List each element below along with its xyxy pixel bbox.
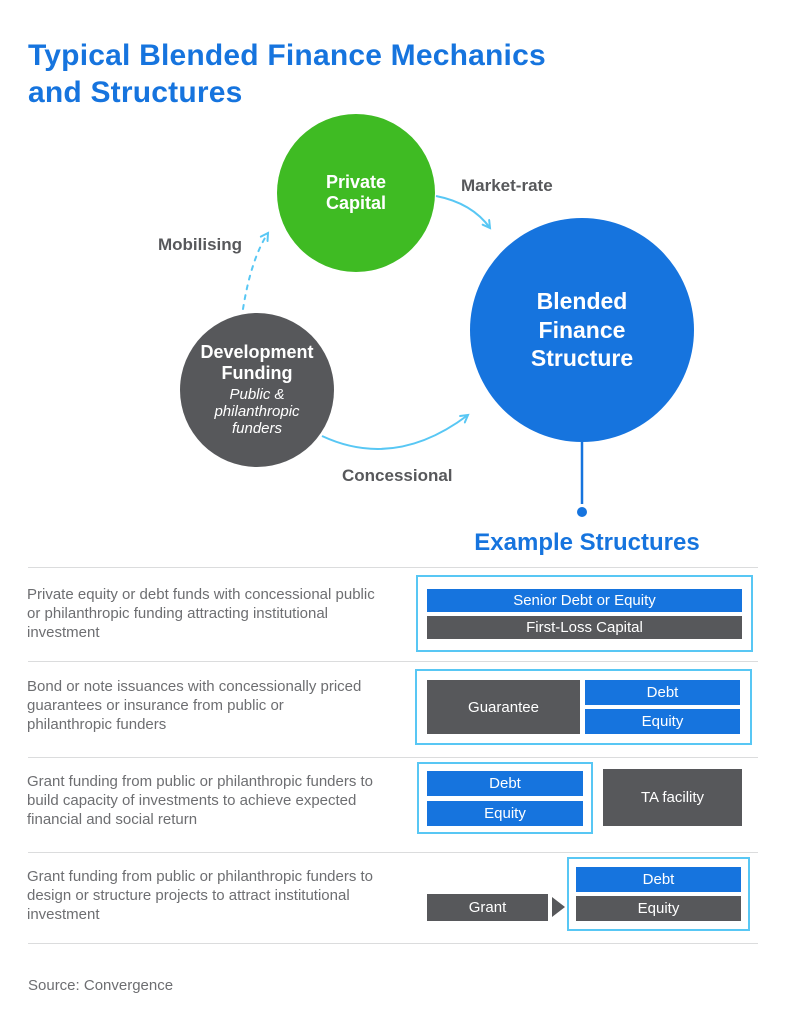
source-credit: Source: Convergence (28, 977, 174, 994)
row-divider (28, 661, 758, 662)
concessional-arrow (321, 413, 470, 450)
mobilising-label: Mobilising (158, 235, 243, 254)
example-structures-heading: Example Structures (474, 529, 700, 556)
equity-bar: Equity (585, 709, 740, 734)
first-loss-capital-bar: First-Loss Capital (427, 615, 742, 639)
private-capital-circle: Private Capital (277, 114, 435, 272)
row-divider (28, 943, 758, 944)
senior-debt-or-equity-bar: Senior Debt or Equity (427, 588, 742, 612)
development-funding-label: Development Funding (200, 342, 314, 384)
connector-dot (577, 507, 587, 517)
row2-right-column: Debt Equity (585, 680, 740, 734)
mobilising-dashed-arrow (242, 231, 270, 310)
grant-arrow-icon (552, 897, 565, 917)
development-funding-sublabel: Public & philanthropic funders (214, 385, 300, 437)
grant-box: Grant (427, 894, 548, 921)
ta-facility-box: TA facility (603, 769, 742, 826)
debt-bar: Debt (427, 770, 583, 796)
concessional-label: Concessional (342, 466, 453, 485)
debt-bar: Debt (576, 867, 741, 892)
market-rate-label: Market-rate (461, 176, 553, 195)
debt-bar: Debt (585, 680, 740, 705)
equity-bar: Equity (427, 800, 583, 826)
equity-bar: Equity (576, 896, 741, 921)
guarantee-bar: Guarantee (427, 680, 580, 734)
row2-structure-box: Guarantee Debt Equity (415, 669, 752, 745)
development-funding-circle: Development Funding Public & philanthrop… (180, 313, 334, 467)
market-rate-arrow (435, 195, 492, 230)
row3-structure-box: Debt Equity (417, 762, 593, 834)
row1-structure-box: Senior Debt or Equity First-Loss Capital (416, 575, 753, 652)
row3-description: Grant funding from public or philanthrop… (27, 773, 374, 828)
row4-structure-box: Debt Equity (567, 857, 750, 931)
blended-finance-circle: Blended Finance Structure (470, 218, 694, 442)
row4-description: Grant funding from public or philanthrop… (27, 868, 374, 923)
page-title: Typical Blended Finance Mechanics and St… (28, 39, 546, 109)
row-divider (28, 567, 758, 568)
row2-description: Bond or note issuances with concessional… (27, 678, 362, 733)
row-divider (28, 757, 758, 758)
row1-description: Private equity or debt funds with conces… (27, 586, 375, 641)
row-divider (28, 852, 758, 853)
